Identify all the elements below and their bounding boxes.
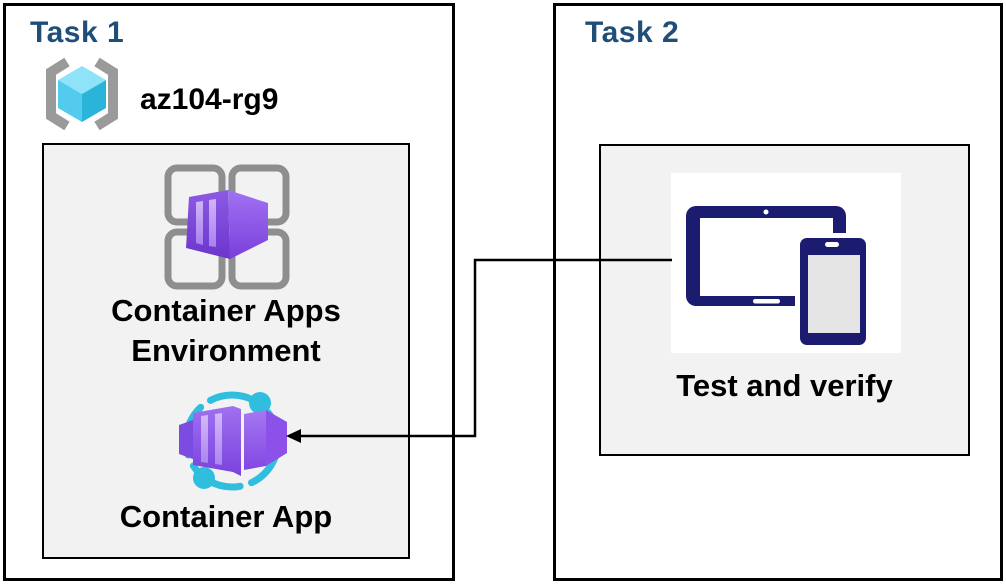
container-apps-environment-label: Container Apps Environment [111,293,341,368]
container-apps-environment-icon [162,161,292,296]
task1-title: Task 1 [30,16,125,49]
task1-box: Task 1 az104-rg9 [3,3,455,581]
test-and-verify-plate [671,173,901,353]
resource-group-name: az104-rg9 [140,82,279,116]
task2-box: Task 2 Test and ver [553,3,1003,581]
resource-group-row: az104-rg9 [40,56,278,137]
container-app-icon [175,385,287,500]
container-app-label: Container App [119,499,333,534]
resource-group-icon [40,56,124,137]
test-and-verify-label: Test and verify [676,368,893,403]
task2-panel: Test and verify [599,144,970,456]
task2-title: Task 2 [585,16,680,49]
task1-panel: Container Apps Environment [42,143,410,559]
devices-icon [671,206,901,357]
